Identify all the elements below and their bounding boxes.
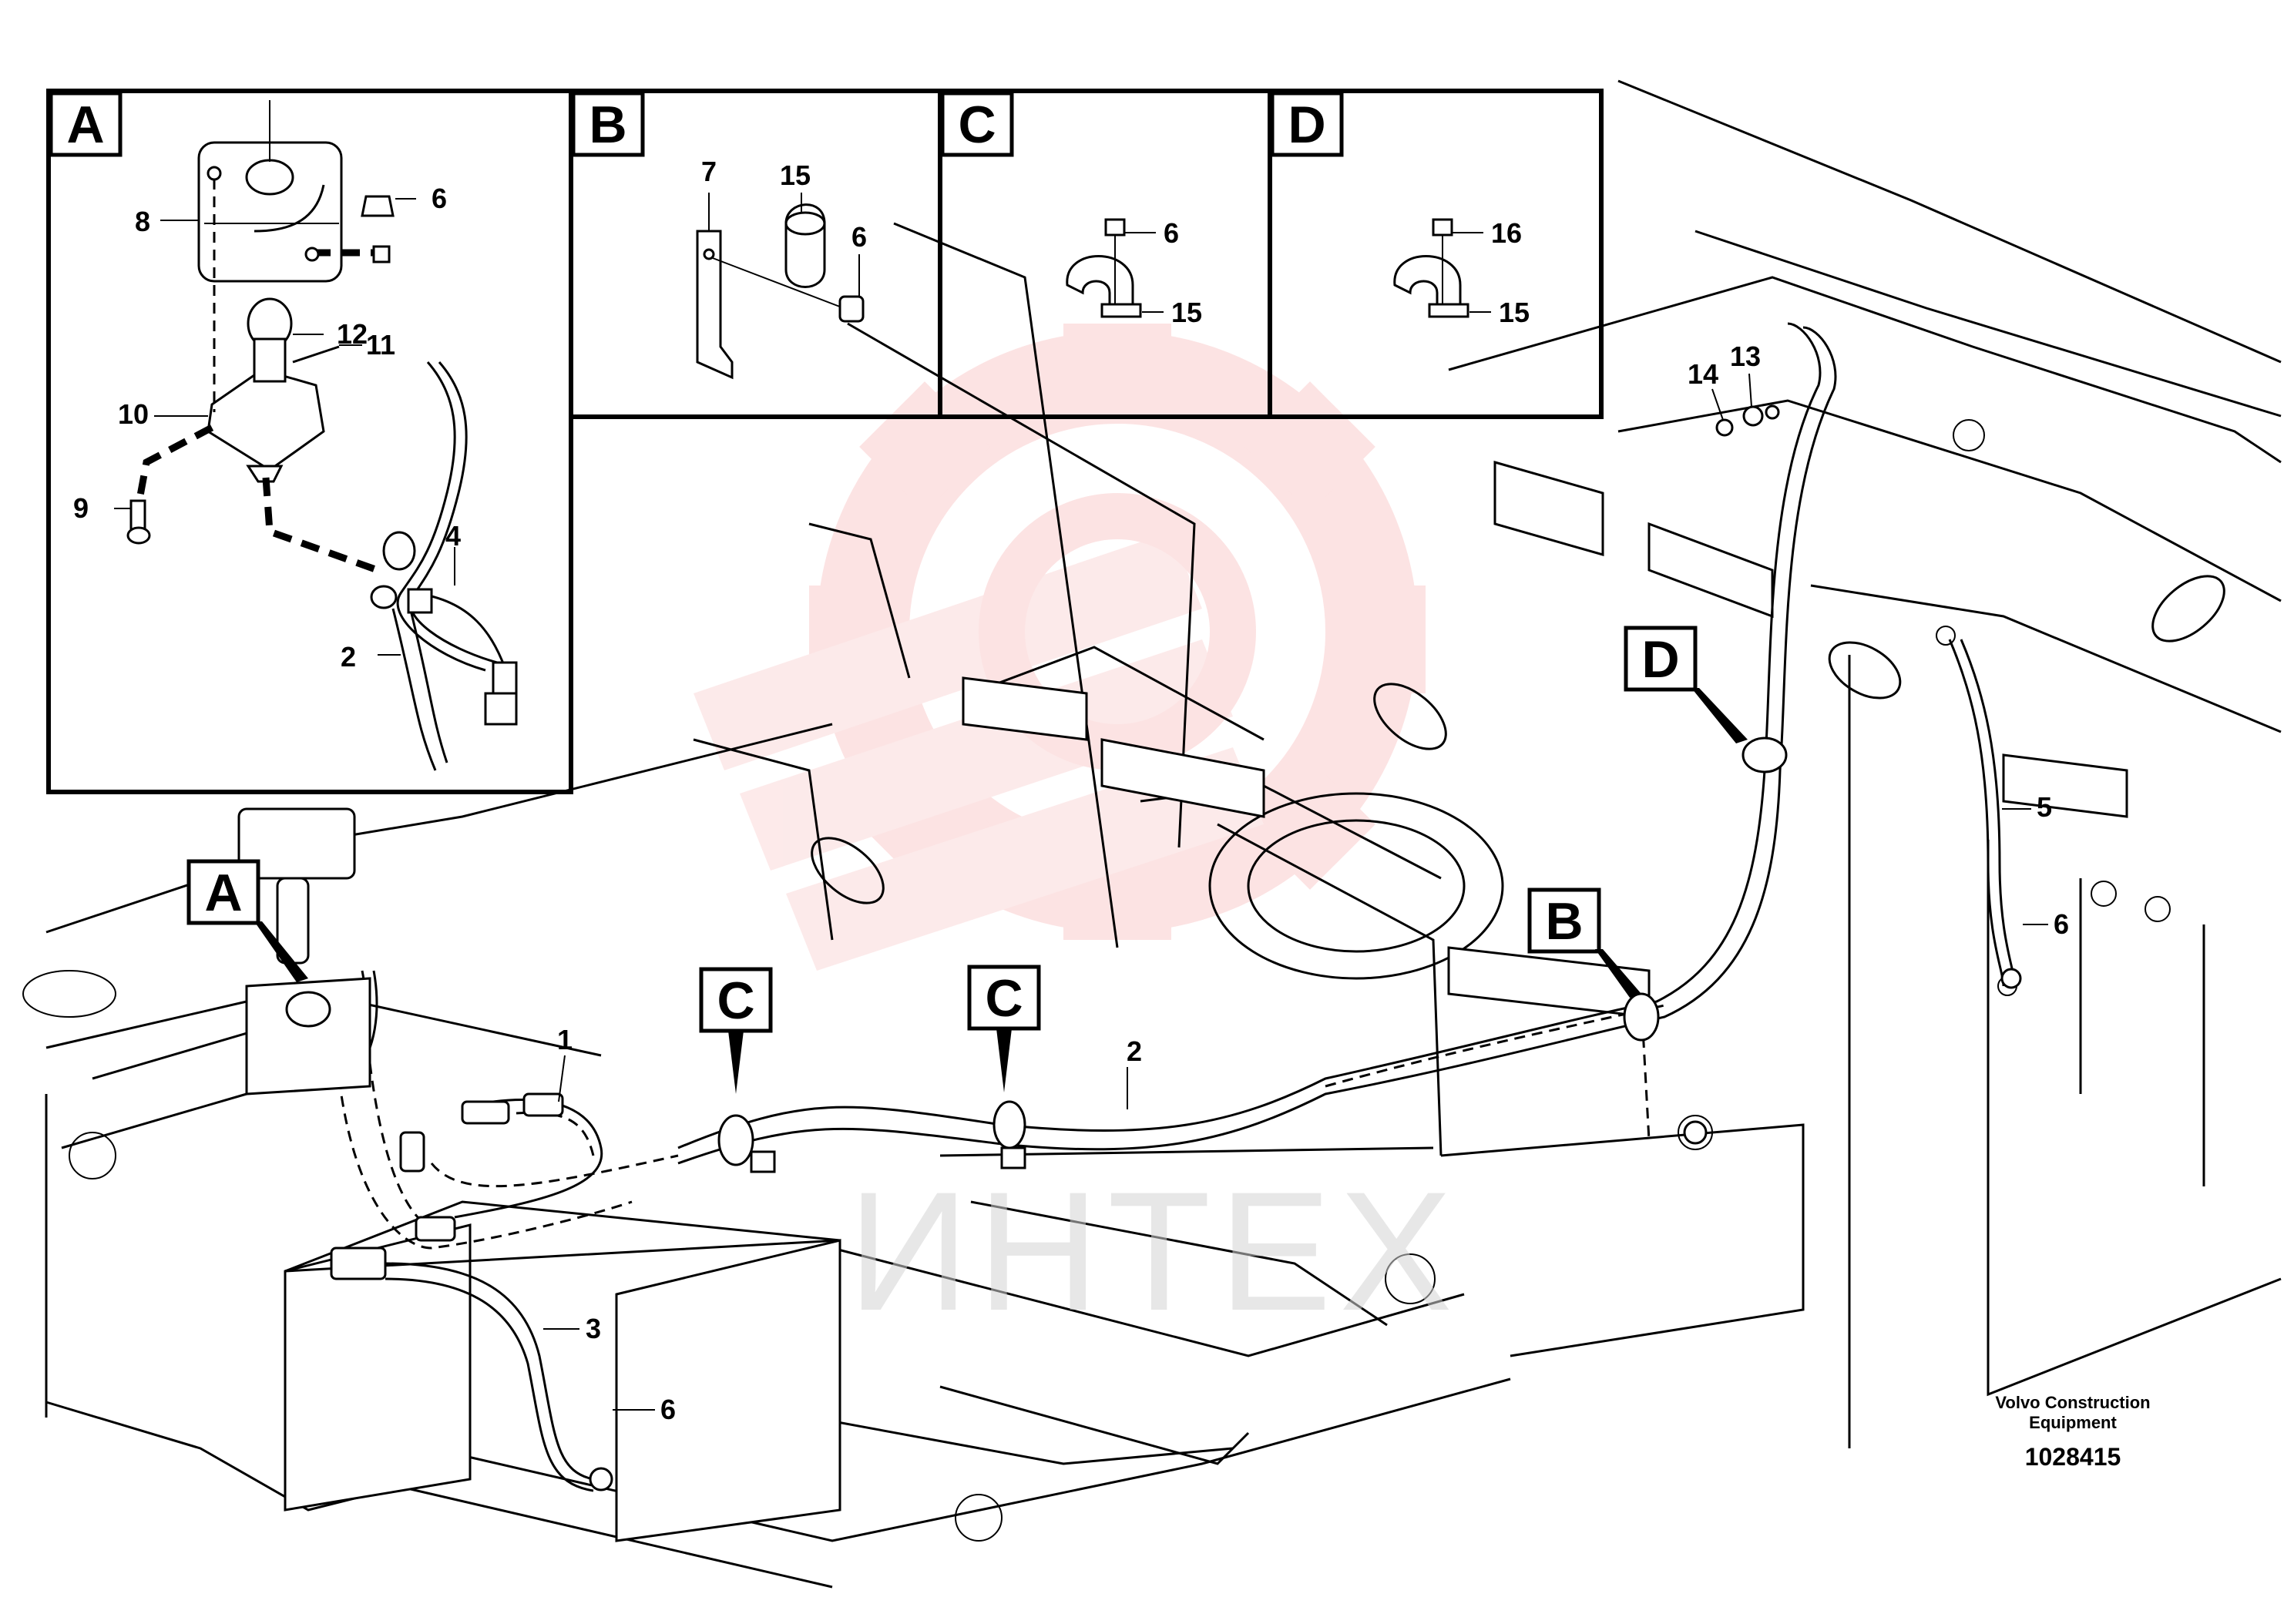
detail-view-a [46, 89, 573, 794]
svg-text:B: B [1545, 892, 1583, 951]
detail-view-c [938, 89, 1272, 419]
callout-a: A [186, 859, 308, 982]
label-6-view-b: 6 [851, 221, 867, 253]
label-16: 16 [1491, 217, 1522, 249]
detail-view-b [569, 89, 942, 419]
label-6-view-c: 6 [1164, 217, 1179, 249]
label-11: 11 [366, 329, 395, 361]
label-2-view-a: 2 [341, 641, 356, 673]
main-frame-drawing [22, 79, 2282, 1589]
label-5: 5 [2037, 791, 2052, 823]
label-6-main-bottom: 6 [660, 1394, 676, 1425]
watermark-text: ИНТЕХ [848, 1156, 1460, 1346]
svg-text:C: C [717, 971, 754, 1030]
label-4: 4 [445, 520, 461, 552]
svg-text:A: A [204, 864, 242, 922]
label-1: 1 [557, 1024, 573, 1055]
detail-view-d [1268, 89, 1604, 419]
view-letter-b: B [589, 96, 626, 154]
label-15-view-c: 15 [1171, 297, 1202, 328]
label-10: 10 [118, 398, 149, 430]
label-8: 8 [135, 206, 150, 237]
label-12: 12 [337, 318, 368, 350]
callout-c-right: C [967, 965, 1041, 1092]
view-letter-d: D [1288, 96, 1325, 154]
label-7: 7 [701, 156, 717, 187]
manufacturer-name-line2: Equipment [2029, 1413, 2117, 1432]
label-2-main: 2 [1127, 1035, 1142, 1067]
svg-text:D: D [1641, 630, 1679, 689]
watermark-logo [694, 324, 1426, 971]
callout-b: B [1527, 887, 1641, 998]
label-6-main-right: 6 [2054, 908, 2069, 940]
label-15-view-b: 15 [780, 159, 811, 191]
label-14: 14 [1688, 358, 1718, 390]
label-6-view-a: 6 [432, 183, 447, 214]
label-3: 3 [586, 1313, 601, 1344]
manufacturer-name: Volvo Construction [1995, 1393, 2150, 1412]
view-letter-c: C [958, 96, 996, 154]
callout-d: D [1624, 626, 1748, 743]
callout-c-left: C [699, 967, 773, 1094]
view-letter-a: A [66, 96, 104, 154]
svg-text:C: C [985, 969, 1023, 1028]
cable-harness-main [237, 322, 2022, 1492]
label-15-view-d: 15 [1499, 297, 1530, 328]
label-13: 13 [1730, 341, 1761, 372]
label-9: 9 [73, 492, 89, 524]
document-number: 1028415 [2025, 1443, 2121, 1471]
